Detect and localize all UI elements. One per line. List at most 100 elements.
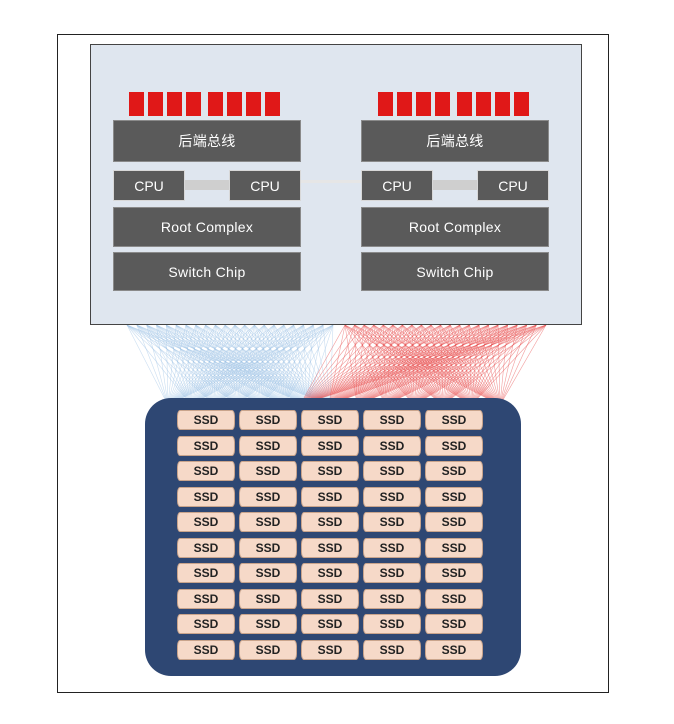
wire — [442, 324, 547, 406]
wire — [136, 324, 284, 406]
ssd-drive: SSD — [301, 563, 359, 583]
wire — [190, 324, 294, 406]
memory-slot — [208, 92, 223, 116]
wire — [299, 324, 374, 406]
wire — [299, 324, 489, 406]
ssd-drive: SSD — [363, 563, 421, 583]
wire — [299, 324, 394, 406]
wire — [167, 324, 216, 406]
ssd-drive: SSD — [363, 435, 421, 456]
wire — [146, 324, 261, 406]
wire — [167, 324, 196, 406]
wire — [299, 324, 422, 406]
ssd-drive: SSD — [363, 461, 421, 481]
wire — [260, 324, 285, 406]
wire — [306, 324, 324, 406]
wire — [190, 324, 255, 406]
cpu-right-2: CPU — [477, 170, 549, 201]
ssd-drive: SSD — [177, 537, 235, 558]
ssd-drive: SSD — [301, 537, 359, 558]
wire — [167, 324, 206, 406]
ssd-drive: SSD — [425, 410, 483, 430]
ssd-drive: SSD — [177, 639, 235, 660]
wire — [260, 324, 275, 406]
wire — [299, 324, 413, 406]
wire — [299, 324, 384, 406]
memory-slot — [148, 92, 163, 116]
ssd-drive: SSD — [425, 614, 483, 634]
wire — [471, 324, 528, 406]
ssd-drive: SSD — [301, 614, 359, 634]
wire — [442, 324, 528, 406]
wire — [299, 324, 432, 406]
wire — [299, 324, 547, 406]
wire — [190, 324, 265, 406]
memory-slot — [435, 92, 450, 116]
ssd-drive: SSD — [239, 614, 297, 634]
wire — [260, 324, 334, 406]
wire — [499, 324, 547, 406]
ssd-drive: SSD — [363, 486, 421, 507]
wire — [190, 324, 324, 406]
wire — [283, 324, 334, 406]
wire — [303, 324, 308, 406]
memory-slots-right — [378, 92, 530, 116]
wire — [385, 324, 537, 406]
wire — [283, 324, 304, 406]
ssd-drive: SSD — [363, 614, 421, 634]
wire — [414, 324, 547, 406]
ssd-drive: SSD — [425, 512, 483, 532]
wire — [213, 324, 236, 406]
wire — [306, 324, 334, 406]
wire — [213, 324, 226, 406]
ssd-drive: SSD — [177, 512, 235, 532]
ssd-drive: SSD — [239, 588, 297, 609]
wire — [167, 324, 304, 406]
wire — [190, 324, 245, 406]
wire — [414, 324, 528, 406]
wire — [190, 324, 285, 406]
wire — [499, 324, 528, 406]
ssd-drive: SSD — [363, 639, 421, 660]
wire — [167, 324, 177, 406]
ssd-drive: SSD — [301, 410, 359, 430]
ssd-drive: SSD — [425, 563, 483, 583]
wire — [442, 324, 537, 406]
memory-slot — [167, 92, 182, 116]
wire — [167, 324, 285, 406]
wire — [166, 324, 284, 406]
ssd-drive: SSD — [363, 410, 421, 430]
ssd-drive: SSD — [301, 512, 359, 532]
wire — [185, 324, 308, 406]
ssd-drive: SSD — [239, 435, 297, 456]
memory-slot — [514, 92, 529, 116]
ssd-drive: SSD — [425, 461, 483, 481]
wire — [167, 324, 324, 406]
ssd-drive: SSD — [425, 588, 483, 609]
wire — [299, 324, 470, 406]
ssd-drive: SSD — [301, 588, 359, 609]
wire — [156, 324, 169, 406]
memory-slot — [495, 92, 510, 116]
wire — [190, 324, 304, 406]
wire — [299, 324, 499, 406]
memory-slot — [378, 92, 393, 116]
ssd-drive: SSD — [363, 537, 421, 558]
wire — [385, 324, 547, 406]
ssd-drive: SSD — [425, 537, 483, 558]
wire — [260, 324, 295, 406]
wire — [283, 324, 308, 406]
bus-block-right: 后端总线 — [361, 120, 549, 162]
wire — [385, 324, 528, 406]
wire — [167, 324, 275, 406]
wire — [165, 324, 169, 406]
memory-slot — [397, 92, 412, 116]
root-complex-right: Root Complex — [361, 207, 549, 247]
ssd-drive: SSD — [301, 486, 359, 507]
wire — [471, 324, 547, 406]
wire — [126, 324, 261, 406]
bus-block-left: 后端总线 — [113, 120, 301, 162]
cpu-left-1: CPU — [113, 170, 185, 201]
ssd-drive: SSD — [425, 639, 483, 660]
ssd-drive: SSD — [177, 410, 235, 430]
